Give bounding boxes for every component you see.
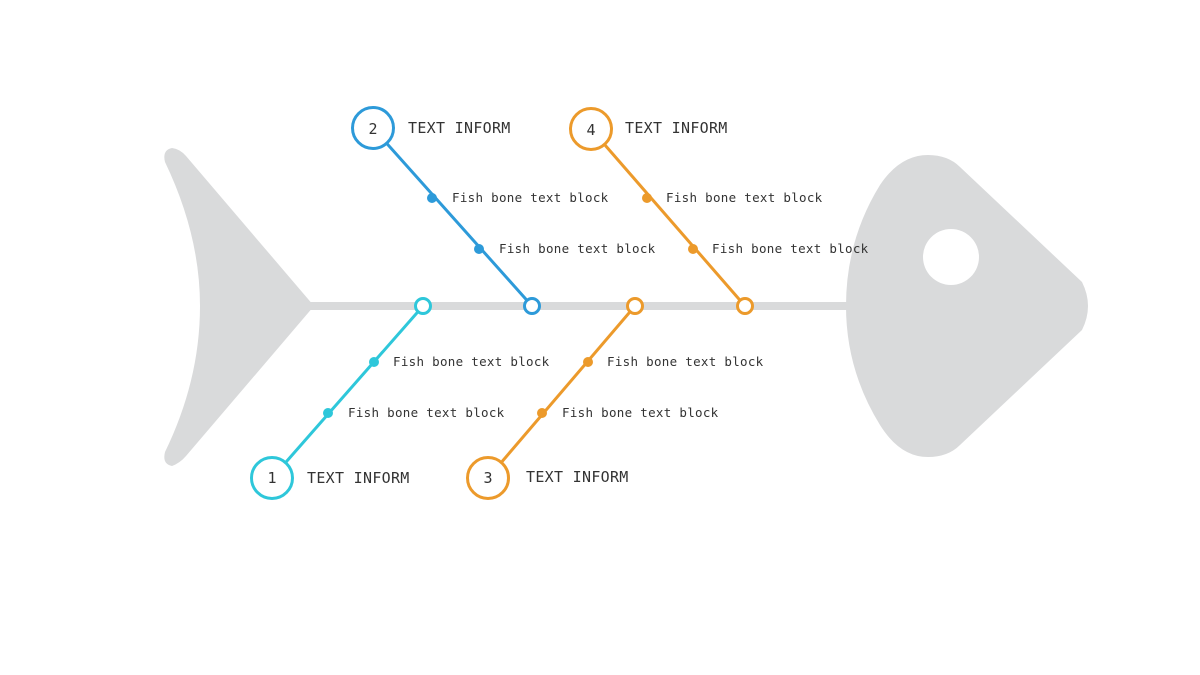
- branch-4-item-2: Fish bone text block: [712, 241, 869, 256]
- branch-1-item-dot: [369, 357, 379, 367]
- branch-3: [466, 297, 644, 500]
- branch-1-title: TEXT INFORM: [307, 469, 410, 487]
- branch-4-item-dot: [688, 244, 698, 254]
- branch-4-number: 4: [586, 121, 595, 139]
- branch-1-number: 1: [267, 469, 276, 487]
- branch-2-item-dot: [474, 244, 484, 254]
- branch-2-item-dot: [427, 193, 437, 203]
- branch-4-item-dot: [642, 193, 652, 203]
- branch-1-spine-node: [414, 297, 432, 315]
- branch-2-title: TEXT INFORM: [408, 119, 511, 137]
- fish-tail: [164, 148, 314, 466]
- branch-4-number-circle: [569, 107, 613, 151]
- branch-2-spine-node: [523, 297, 541, 315]
- branch-2-item-2: Fish bone text block: [499, 241, 656, 256]
- branch-2-number: 2: [368, 120, 377, 138]
- branch-4-spine-node: [736, 297, 754, 315]
- branch-3-item-dot: [583, 357, 593, 367]
- branch-1-bone: [270, 305, 425, 479]
- branch-2: [351, 106, 541, 315]
- branch-1-item-1: Fish bone text block: [393, 354, 550, 369]
- branch-2-number-circle: [351, 106, 395, 150]
- branch-2-bone: [371, 127, 534, 307]
- branch-4-item-1: Fish bone text block: [666, 190, 823, 205]
- branch-1-item-dot: [323, 408, 333, 418]
- branch-3-number: 3: [483, 469, 492, 487]
- fish-spine: [300, 302, 860, 310]
- branch-4: [569, 107, 754, 315]
- branch-3-item-dot: [537, 408, 547, 418]
- branch-3-bone: [486, 305, 637, 479]
- branch-3-item-1: Fish bone text block: [607, 354, 764, 369]
- fish-eye: [923, 229, 979, 285]
- branch-3-spine-node: [626, 297, 644, 315]
- branch-1: [250, 297, 432, 500]
- branch-4-title: TEXT INFORM: [625, 119, 728, 137]
- branch-4-bone: [589, 128, 747, 307]
- branch-3-number-circle: [466, 456, 510, 500]
- branch-1-number-circle: [250, 456, 294, 500]
- fish-head: [846, 155, 1088, 457]
- branch-1-item-2: Fish bone text block: [348, 405, 505, 420]
- branch-3-item-2: Fish bone text block: [562, 405, 719, 420]
- branch-3-title: TEXT INFORM: [526, 468, 629, 486]
- branch-2-item-1: Fish bone text block: [452, 190, 609, 205]
